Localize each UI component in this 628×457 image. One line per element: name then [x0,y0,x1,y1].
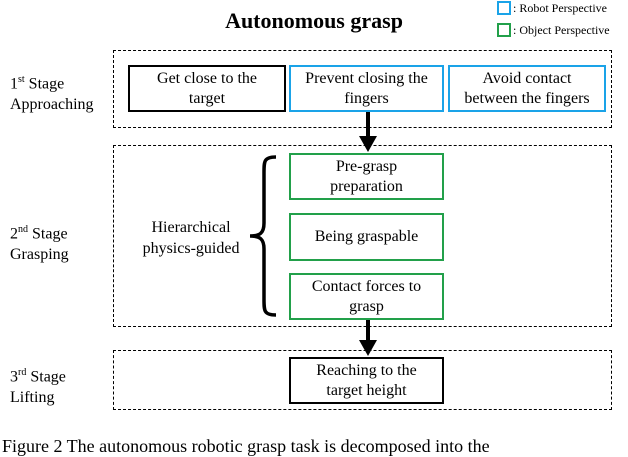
hierarchical-label: Hierarchical physics-guided [130,217,252,259]
stage1-number: 1 [10,75,18,93]
box-reaching-line2: target height [326,381,407,399]
stage3-label: 3rd Stage Lifting [10,362,66,408]
box-prevent-closing-line2: fingers [344,89,389,107]
figure-caption: Figure 2 The autonomous robotic grasp ta… [2,436,490,456]
stage3-suffix: Stage [26,368,66,386]
stage3-ordinal: rd [18,367,27,378]
box-reaching-line1: Reaching to the [316,361,417,379]
box-prevent-closing: Prevent closing the fingers [289,65,444,112]
diagram-title: Autonomous grasp [225,8,403,33]
stage2-suffix: Stage [28,225,68,243]
arrow-stage2-to-stage3 [359,320,377,356]
box-avoid-contact: Avoid contact between the fingers [448,65,606,112]
box-pre-grasp-line2: preparation [330,177,403,195]
stage2-number: 2 [10,225,18,243]
stage2-label: 2nd Stage Grasping [10,219,69,265]
stage1-suffix: Stage [24,75,65,93]
legend-label-robot: : Robot Perspective [513,1,607,15]
curly-brace [249,155,277,317]
stage3-number: 3 [10,368,18,386]
legend-swatch-robot [497,1,511,15]
stage1-container [113,50,612,128]
stage2-name: Grasping [10,246,69,264]
legend-swatch-object [497,23,511,37]
hierarchical-label-line1: Hierarchical [151,219,231,236]
box-pre-grasp: Pre-grasp preparation [289,153,444,200]
box-graspable: Being graspable [289,213,444,261]
box-pre-grasp-line1: Pre-grasp [335,157,398,175]
stage1-ordinal: st [18,74,25,85]
box-contact-forces: Contact forces to grasp [289,273,444,320]
stage1-name: Approaching [10,96,94,114]
box-contact-forces-line1: Contact forces to [311,277,422,295]
box-get-close-line1: Get close to the [157,69,257,87]
box-get-close: Get close to the target [128,65,286,112]
box-avoid-contact-line1: Avoid contact [482,69,572,87]
hierarchical-label-line2: physics-guided [142,240,240,257]
stage1-label: 1st Stage Approaching [10,69,94,115]
box-contact-forces-line2: grasp [349,297,384,315]
stage2-container [113,145,612,327]
box-graspable-line1: Being graspable [314,228,419,245]
box-prevent-closing-line1: Prevent closing the [305,69,428,87]
box-reaching: Reaching to the target height [289,357,444,404]
box-get-close-line2: target [188,89,226,107]
stage3-container [113,350,612,410]
arrow-stage1-to-stage2 [359,112,377,152]
stage3-name: Lifting [10,389,55,407]
box-avoid-contact-line2: between the fingers [464,89,590,107]
stage2-ordinal: nd [18,224,28,235]
legend-label-object: : Object Perspective [513,23,610,37]
